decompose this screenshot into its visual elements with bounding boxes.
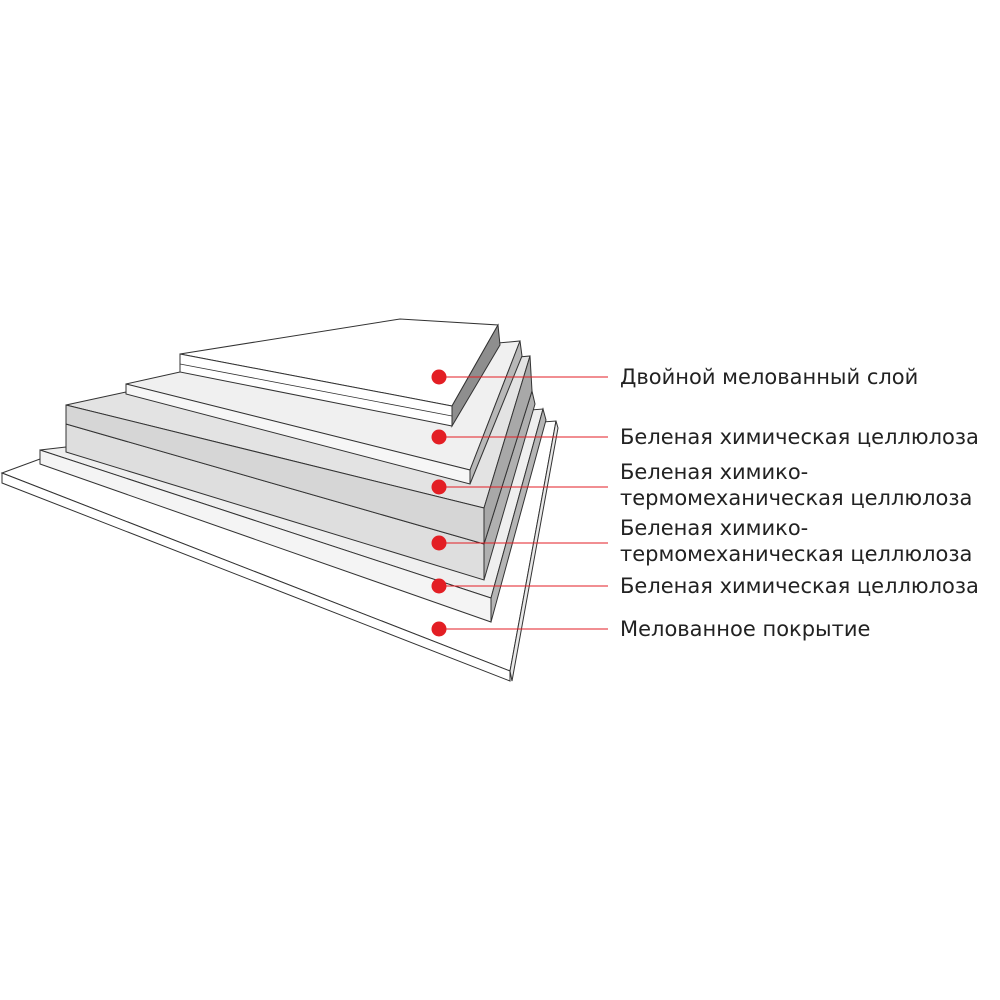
layer-label-6: Мелованное покрытие [620, 616, 998, 642]
layer-6-front-edge [1, 472, 511, 682]
marker-dot-2 [431, 429, 447, 445]
layer-double-coating-top [179, 318, 501, 428]
layer-label-6-line-1: Мелованное покрытие [620, 617, 871, 641]
layer-label-5-line-1: Беленая химическая целлюлоза [620, 574, 979, 598]
layer-label-3: Беленая химико- термомеханическая целлюл… [620, 459, 998, 511]
layer-6-side-edge [509, 420, 559, 682]
layer-1-side-edge [451, 323, 501, 428]
layer-label-4-line-2: термомеханическая целлюлоза [620, 542, 973, 566]
layer-label-3-line-1: Беленая химико- [620, 460, 809, 484]
marker-dot-6 [431, 621, 447, 637]
layer-label-1-line-1: Двойной мелованный слой [620, 365, 919, 389]
marker-dot-5 [431, 578, 447, 594]
layer-label-1: Двойной мелованный слой [620, 364, 998, 390]
layer-label-5: Беленая химическая целлюлоза [620, 573, 998, 599]
layer-label-3-line-2: термомеханическая целлюлоза [620, 486, 973, 510]
layer-label-2-line-1: Беленая химическая целлюлоза [620, 425, 979, 449]
layer-label-4: Беленая химико- термомеханическая целлюл… [620, 515, 998, 567]
layer-5-side-edge [490, 407, 547, 623]
marker-dot-3 [431, 479, 447, 495]
layer-1-coating-seam [179, 363, 453, 417]
marker-dot-4 [431, 535, 447, 551]
layer-label-4-line-1: Беленая химико- [620, 516, 809, 540]
layer-label-2: Беленая химическая целлюлоза [620, 424, 998, 450]
marker-dot-1 [431, 369, 447, 385]
layer-3-side-edge [483, 355, 533, 545]
